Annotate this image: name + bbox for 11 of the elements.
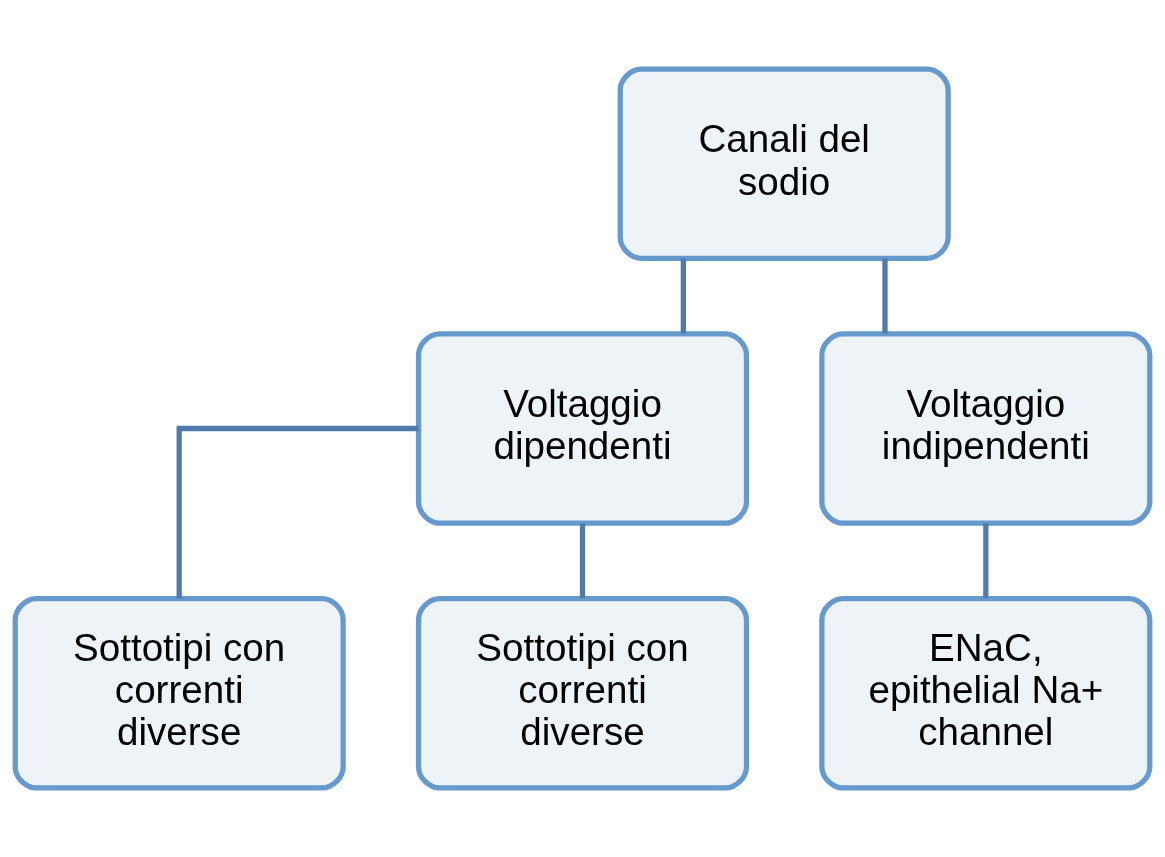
connector: [882, 258, 888, 334]
connector: [579, 523, 586, 599]
connector: [983, 523, 989, 599]
connector: [680, 258, 686, 334]
node-box: Canali del sodio: [617, 66, 951, 262]
node-box: ENaC, epithelial Na+ channel: [819, 595, 1153, 791]
node-box: Sottotipi con correnti diverse: [415, 595, 750, 791]
node-box: Sottotipi con correnti diverse: [12, 595, 346, 791]
connector: [176, 425, 419, 599]
node-box: Voltaggio indipendenti: [819, 331, 1153, 526]
node-box: Voltaggio dipendenti: [415, 331, 750, 526]
